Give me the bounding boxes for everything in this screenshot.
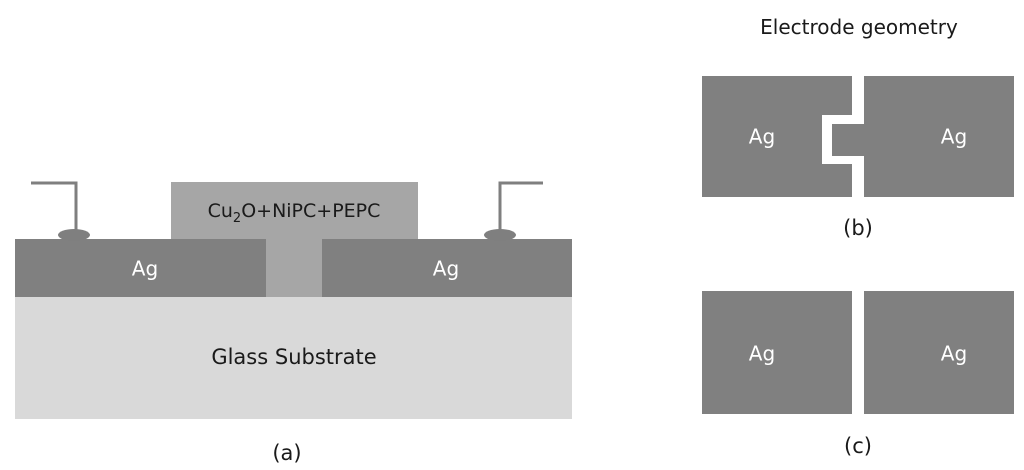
caption-c: (c) [844,434,872,458]
panel-b-electrode-geometry: Electrode geometry Ag Ag (b) [702,15,1014,240]
film-label: Cu2O+NiPC+PEPC [208,200,381,226]
left-electrode-label-c: Ag [749,342,775,366]
left-electrode-label: Ag [132,257,158,281]
left-electrode-c [702,291,852,414]
right-probe [484,181,543,241]
panel-a-cross-section: Glass Substrate Cu2O+NiPC+PEPC Ag Ag (a) [15,181,572,465]
active-film-top [171,182,418,240]
caption-b: (b) [843,216,873,240]
film-label-subscript: 2 [233,211,241,226]
substrate-label: Glass Substrate [211,345,376,369]
panel-c-electrode-geometry: Ag Ag (c) [702,291,1014,458]
right-electrode [322,239,572,297]
right-electrode-label-b: Ag [941,125,967,149]
panel-title: Electrode geometry [760,15,958,39]
right-electrode-label-c: Ag [941,342,967,366]
right-electrode-label: Ag [433,257,459,281]
right-electrode-b [832,76,1014,197]
left-probe [31,181,90,241]
film-label-rest: O+NiPC+PEPC [241,200,380,222]
right-electrode-c [864,291,1014,414]
glass-substrate [15,297,572,419]
left-electrode-b [702,76,852,197]
active-film-channel [266,238,322,297]
left-electrode [15,239,266,297]
left-electrode-label-b: Ag [749,125,775,149]
caption-a: (a) [272,441,301,465]
film-label-main: Cu [208,200,233,222]
